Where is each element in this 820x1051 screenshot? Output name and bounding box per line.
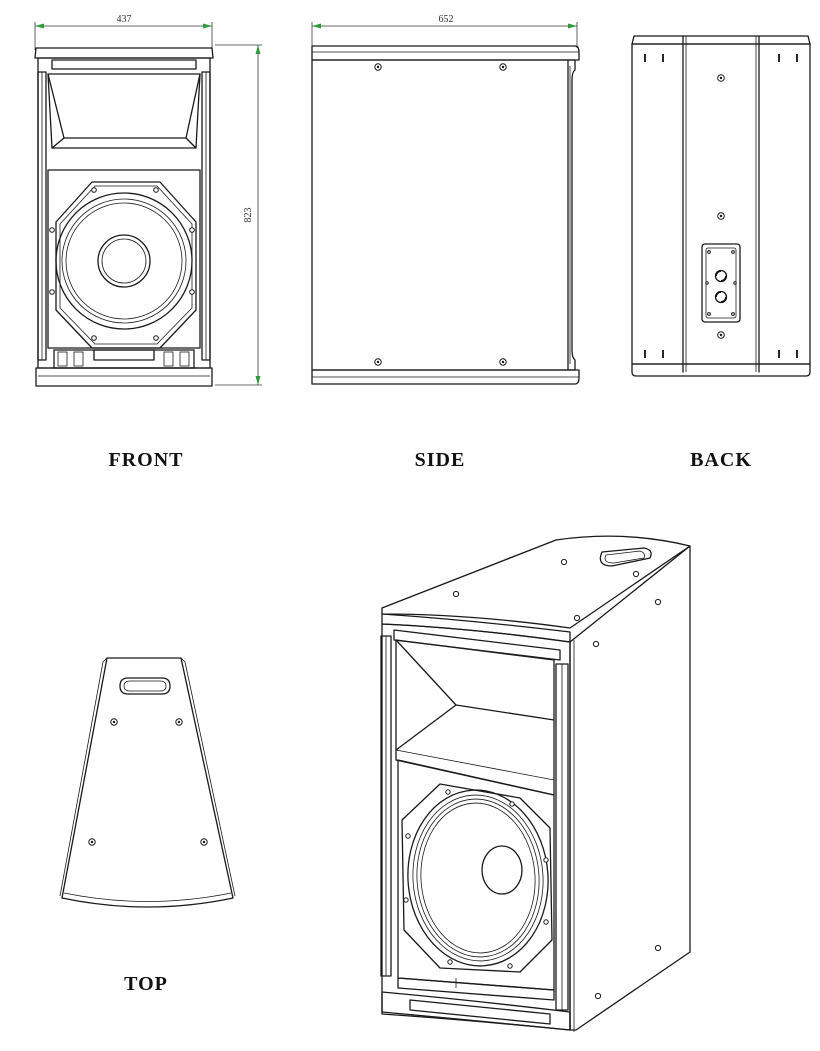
side-view-label: SIDE [415,449,466,471]
height-dimension: 823 [215,44,262,386]
isometric-view [380,535,691,1032]
front-view-label: FRONT [109,449,184,471]
side-depth-value: 652 [439,14,454,25]
side-screws [374,63,507,366]
speakon-connector-bottom [714,290,728,304]
connector-plate [701,243,741,323]
side-view: 652 [311,14,580,385]
top-view [59,657,236,908]
back-view [631,35,811,377]
front-width-dimension: 437 [34,14,213,50]
side-depth-dimension: 652 [311,14,578,48]
back-mount-slots [644,54,798,358]
top-view-label: TOP [124,973,168,995]
speakon-connector-top [714,269,728,283]
front-width-value: 437 [117,14,132,25]
height-value: 823 [243,208,254,223]
back-view-label: BACK [690,449,752,471]
front-view: 437 823 [34,14,262,387]
